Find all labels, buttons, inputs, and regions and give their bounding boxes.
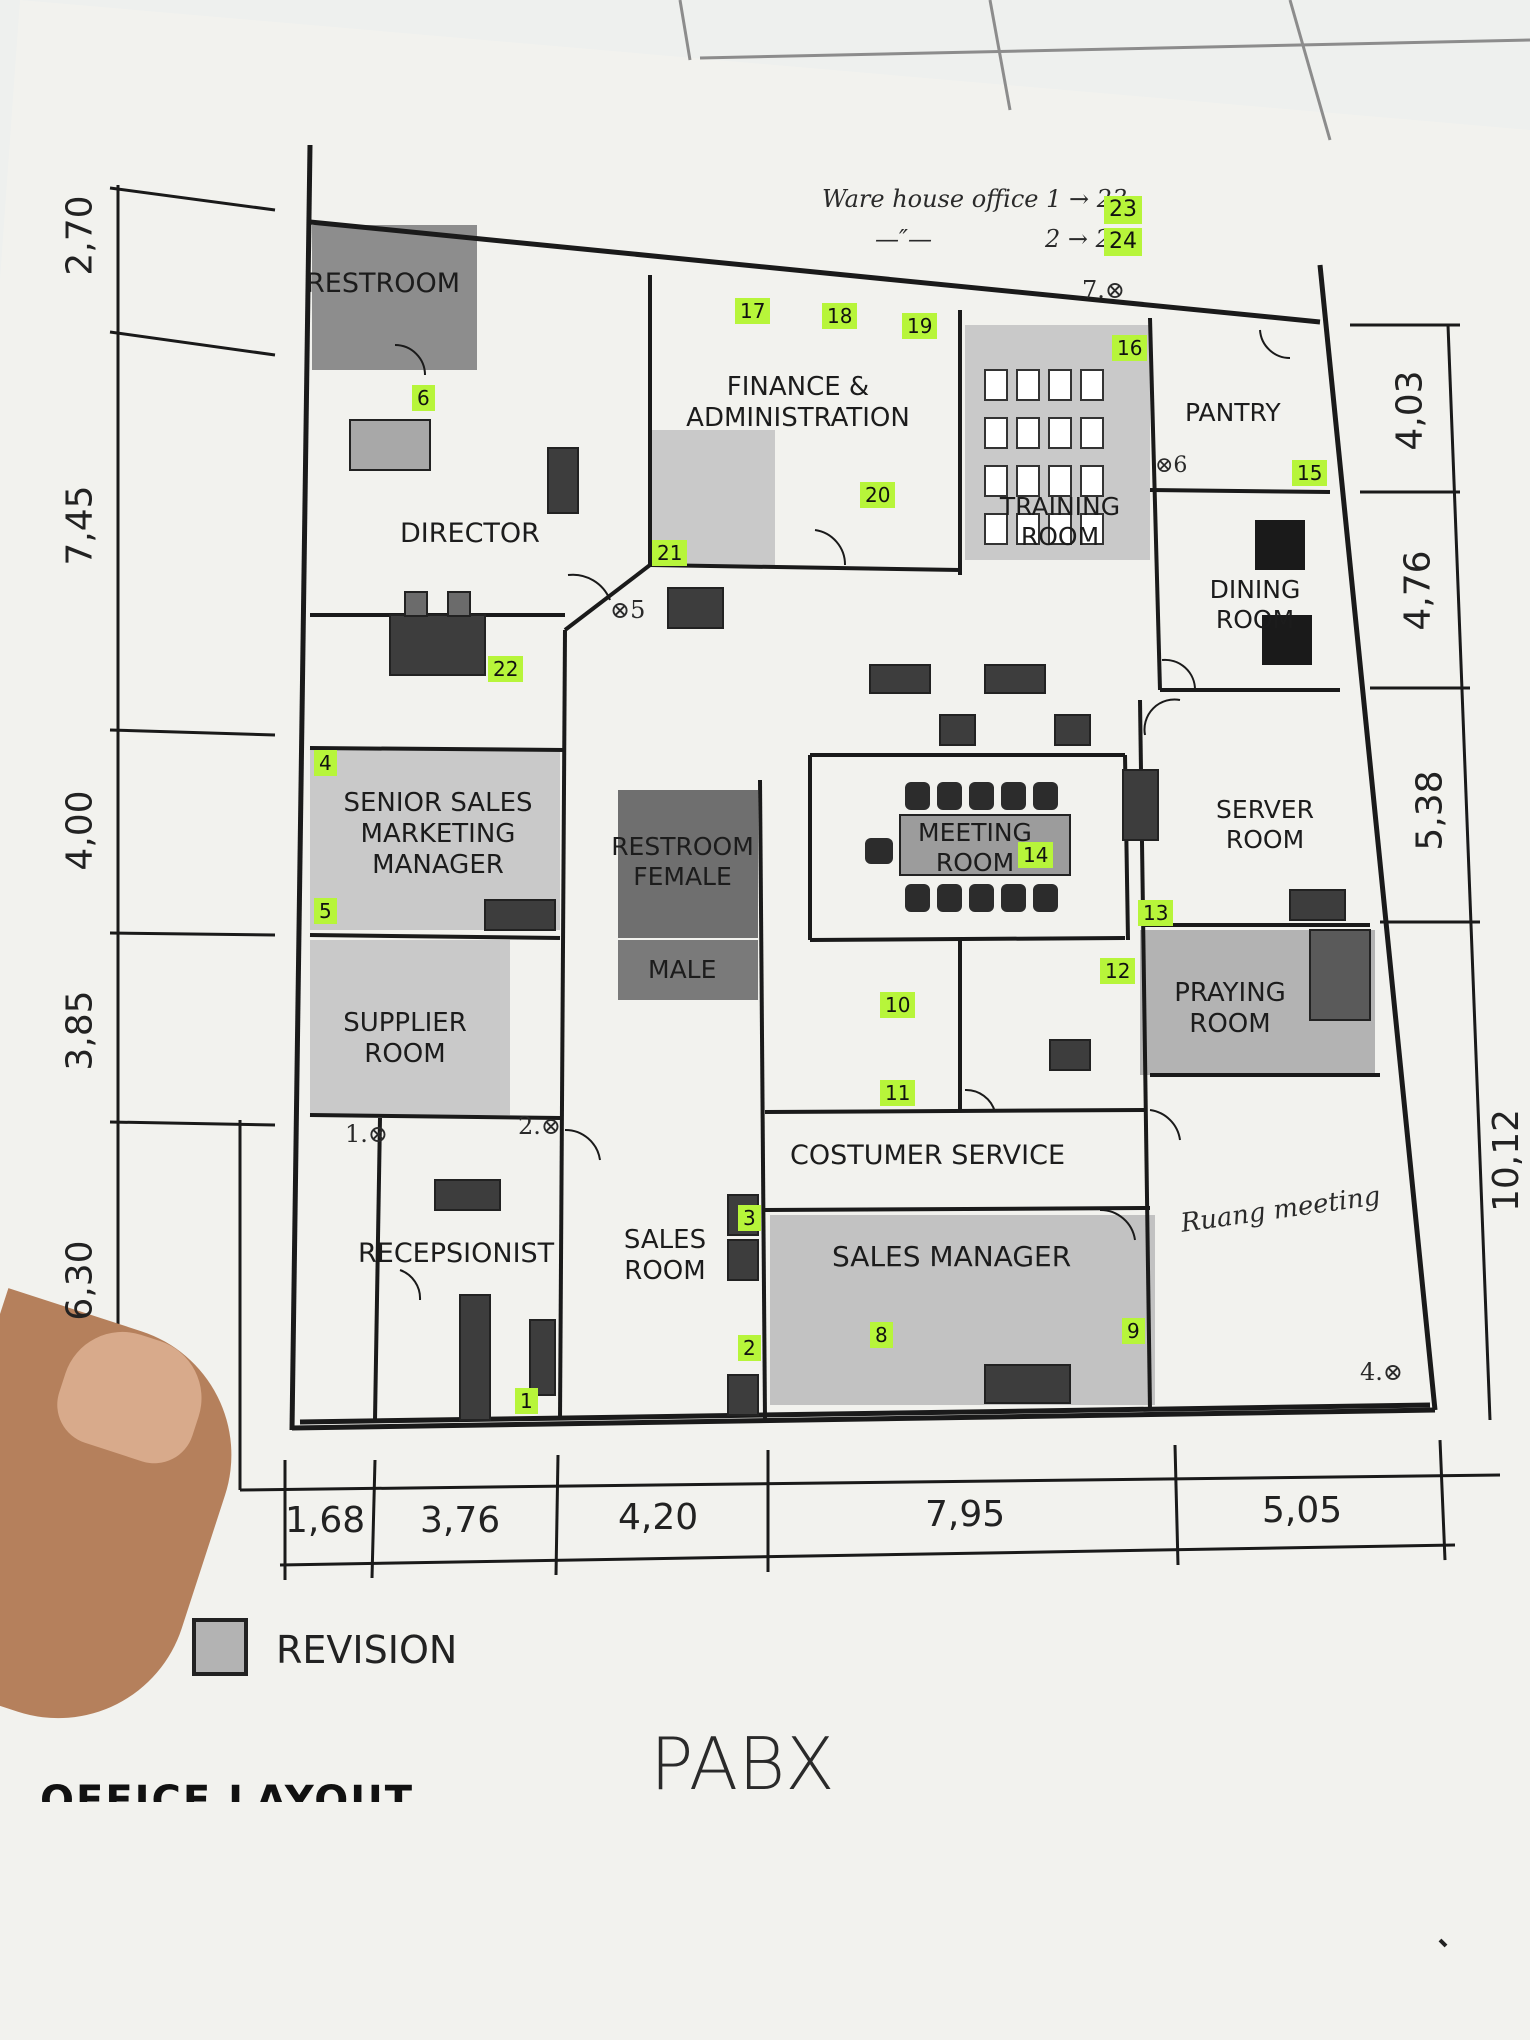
dim-right-1: 4,03 [1389, 370, 1431, 451]
point-1: 1.⊗ [345, 1120, 389, 1148]
dim-right-2: 4,76 [1397, 550, 1439, 631]
tile-joint [1288, 0, 1332, 141]
furniture [349, 419, 1371, 1421]
desk-tag-14: 14 [1018, 842, 1054, 868]
point-4: 4.⊗ [1360, 1358, 1404, 1386]
meeting-chairs [865, 782, 1058, 912]
dim-right-4: 10,12 [1486, 1108, 1528, 1213]
dim-bottom-5: 5,05 [1262, 1490, 1343, 1531]
dim-right-3: 5,38 [1409, 770, 1451, 851]
label-male: MALE [648, 955, 717, 984]
label-director: DIRECTOR [400, 518, 540, 549]
desk-tag-9: 9 [1122, 1318, 1145, 1344]
label-praying: PRAYING ROOM [1174, 978, 1286, 1040]
dim-left-4: 3,85 [59, 990, 101, 1071]
dim-left-5: 6,30 [59, 1240, 101, 1321]
dining-tables [1255, 520, 1312, 665]
desk-tag-18: 18 [822, 303, 858, 329]
desk-tag-11: 11 [880, 1080, 916, 1106]
label-restroom: RESTROOM [306, 268, 461, 299]
desk-tag-8: 8 [870, 1322, 893, 1348]
dim-bottom-4: 7,95 [925, 1494, 1006, 1535]
desk-tag-5: 5 [314, 898, 337, 924]
revision-legend-label: REVISION [276, 1628, 458, 1672]
desk-tag-21: 21 [652, 540, 688, 566]
desk-tag-3: 3 [738, 1205, 761, 1231]
point-2: 2.⊗ [518, 1112, 562, 1140]
label-training: TRAINING ROOM [999, 492, 1121, 551]
sales-manager-shade [770, 1215, 1155, 1405]
tile-joint [699, 38, 1530, 60]
dim-bottom-2: 3,76 [420, 1500, 501, 1541]
point-6: ⊗6 [1155, 453, 1188, 478]
desk-tag-10: 10 [880, 992, 916, 1018]
point-5: ⊗5 [610, 596, 646, 624]
point-7: 7.⊗ [1082, 276, 1126, 304]
desk-tag-15: 15 [1292, 460, 1328, 486]
desk-tag-4: 4 [314, 750, 337, 776]
male-restroom-shade [618, 940, 758, 1000]
pen-mark [1438, 1938, 1448, 1948]
label-sales-room: SALES ROOM [623, 1225, 707, 1287]
label-receptionist: RECEPSIONIST [358, 1238, 555, 1269]
label-pantry: PANTRY [1185, 398, 1281, 427]
label-sales-manager: SALES MANAGER [832, 1240, 1072, 1273]
warehouse-note: Ware house office 1 → 23 [822, 185, 1128, 213]
revision-legend-swatch [192, 1618, 248, 1676]
label-senior-sales: SENIOR SALES MARKETING MANAGER [343, 788, 533, 881]
label-supplier: SUPPLIER ROOM [343, 1008, 467, 1070]
dim-bottom-3: 4,20 [618, 1497, 699, 1538]
dim-left-1: 2,70 [59, 195, 101, 276]
desk-tag-2: 2 [738, 1335, 761, 1361]
training-chairs [984, 369, 1104, 545]
restroom-female-shade [618, 790, 758, 938]
desk-tag-22: 22 [488, 656, 524, 682]
dim-left-2: 7,45 [59, 485, 101, 566]
label-meeting: MEETING ROOM [918, 818, 1032, 877]
label-customer-service: COSTUMER SERVICE [790, 1140, 1066, 1171]
dimension-lines [109, 185, 1501, 1580]
pabx-note: PABX [650, 1722, 835, 1806]
label-dining: DINING ROOM [1209, 575, 1301, 634]
tag-24: 24 [1104, 228, 1142, 257]
warehouse-note-ditto: —″— [875, 225, 932, 253]
desk-tag-6: 6 [412, 385, 435, 411]
desk-tag-13: 13 [1138, 900, 1174, 926]
label-server: SERVER ROOM [1216, 795, 1314, 854]
label-restroom-female: RESTROOM FEMALE [611, 832, 754, 891]
dim-bottom-1: 1,68 [285, 1500, 366, 1541]
door-swings [394, 329, 1291, 1301]
tag-23: 23 [1104, 196, 1142, 225]
supplier-shade [310, 940, 510, 1115]
desk-tag-17: 17 [735, 298, 771, 324]
outer-walls [289, 144, 1438, 1431]
tile-joint [988, 0, 1012, 111]
desk-tag-16: 16 [1112, 335, 1148, 361]
label-finance: FINANCE & ADMINISTRATION [686, 372, 910, 434]
office-layout-title: OFFICE LAYOUT [40, 1778, 415, 1802]
restroom-shade [312, 225, 477, 370]
dim-left-3: 4,00 [59, 790, 101, 871]
tile-joint [678, 0, 692, 61]
desk-tag-12: 12 [1100, 958, 1136, 984]
desk-tag-1: 1 [515, 1388, 538, 1414]
desk-tag-19: 19 [902, 313, 938, 339]
desk-tag-20: 20 [860, 482, 896, 508]
